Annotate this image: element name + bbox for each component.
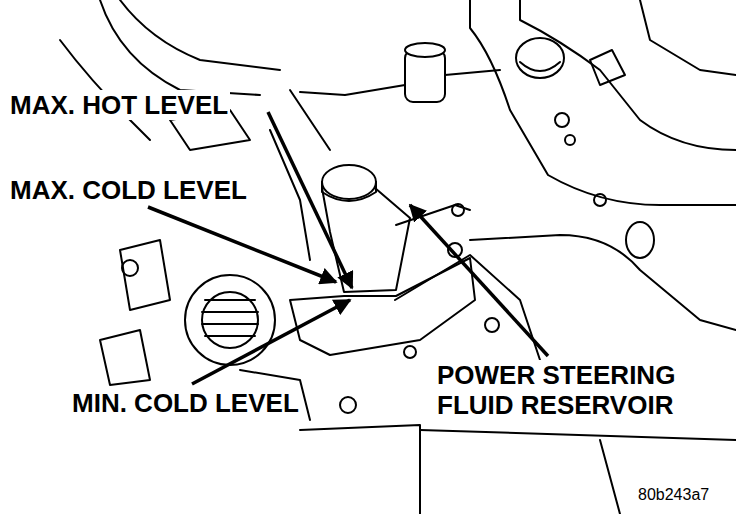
level-label: MIN. COLD LEVEL [70, 388, 301, 418]
level-label: MAX. COLD LEVEL [8, 175, 249, 205]
figure-number: 80b243a7 [636, 486, 711, 504]
level-label: MAX. HOT LEVEL [8, 90, 230, 120]
line-art [60, 0, 736, 514]
part-label: POWER STEERING FLUID RESERVOIR [435, 360, 701, 420]
leader-lines [148, 112, 548, 384]
